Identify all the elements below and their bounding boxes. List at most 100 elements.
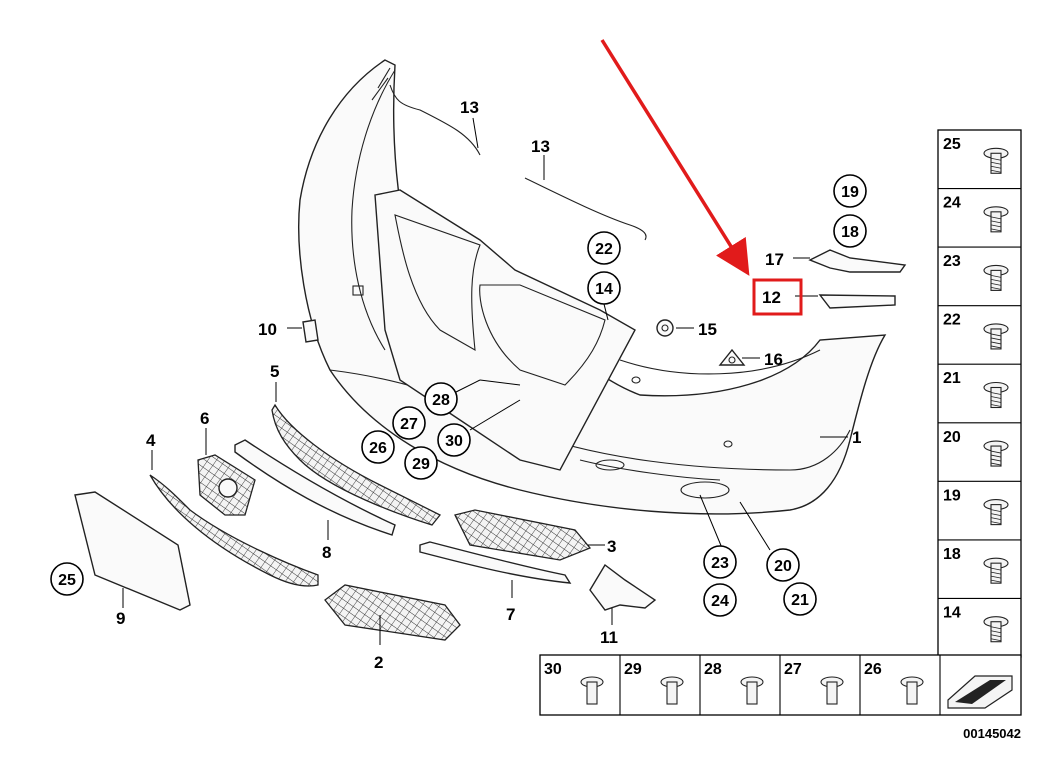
svg-text:19: 19 [841,184,859,201]
svg-text:21: 21 [791,592,809,609]
callout-15: 15 [698,320,717,339]
fastener-label-26: 26 [864,661,882,678]
clip-16 [718,348,746,366]
fastener-cell-29: 29 [619,655,684,715]
document-code: 00145042 [963,726,1021,741]
callout-8: 8 [322,543,331,562]
fastener-label-24: 24 [943,195,961,212]
callout-19: 19 [833,174,867,208]
fastener-label-29: 29 [624,661,642,678]
callout-28: 28 [424,382,458,416]
callouts: 1 2 3 4 5 6 7 8 9 10 11 12 13 13 15 16 1… [116,98,861,672]
fastener-cell-22: 22 [938,305,1021,350]
fastener-cell-20: 20 [938,422,1021,467]
callout-27: 27 [392,406,426,440]
side-grille-3 [454,509,592,561]
fastener-30-icon [580,676,604,705]
svg-text:18: 18 [841,224,859,241]
fastener-cell-30: 30 [544,661,604,705]
tow-hook-cover-10 [302,319,319,343]
fastener-cell-26: 26 [859,655,924,715]
fastener-label-19: 19 [943,487,961,504]
fastener-column: 25 24 23 22 21 20 19 18 14 [937,129,1022,658]
cover-11 [589,563,657,611]
trim-strip-7 [419,541,572,584]
callout-21: 21 [783,582,817,616]
upper-grille-5 [271,403,442,526]
svg-text:14: 14 [595,281,613,298]
callout-3: 3 [607,537,616,556]
fastener-label-27: 27 [784,661,802,678]
bracket-17 [808,249,907,273]
fastener-23-icon [983,264,1009,291]
fastener-cell-23: 23 [938,246,1021,291]
fastener-cell-21: 21 [938,363,1021,409]
callout-20: 20 [766,548,800,582]
callout-6: 6 [200,409,209,428]
fastener-cell-19: 19 [938,480,1021,526]
arrow-sign-icon [939,655,1013,715]
callout-13b: 13 [531,137,550,156]
callout-14: 14 [587,271,621,305]
callout-2: 2 [374,653,383,672]
fastener-row: 30 29 28 27 26 [539,654,1022,716]
callout-12: 12 [762,288,781,307]
svg-text:30: 30 [445,433,463,450]
fastener-cell-28: 28 [699,655,764,715]
clip-15 [656,319,674,337]
fastener-cell-27: 27 [779,655,844,715]
fastener-label-21: 21 [943,370,961,387]
fastener-label-20: 20 [943,429,961,446]
fastener-20-icon [983,440,1009,467]
callout-25: 25 [50,562,84,596]
svg-text:25: 25 [58,572,76,589]
fastener-18-icon [983,557,1009,584]
fastener-24-icon [983,206,1009,233]
callout-24: 24 [703,583,737,617]
fastener-cell-18: 18 [938,539,1021,584]
callout-18: 18 [833,214,867,248]
svg-text:26: 26 [369,440,387,457]
callout-11: 11 [600,628,618,647]
svg-text:28: 28 [432,392,450,409]
svg-text:24: 24 [711,593,729,610]
fastener-label-18: 18 [943,546,961,563]
callout-17: 17 [765,250,784,269]
license-plate-bracket-9 [74,491,191,611]
fastener-28-icon [740,676,764,705]
callout-9: 9 [116,609,125,628]
callout-26: 26 [361,430,395,464]
fastener-label-23: 23 [943,253,961,270]
fastener-22-icon [983,323,1009,350]
callout-10: 10 [258,320,277,339]
fastener-14-icon [983,616,1009,643]
callout-22: 22 [587,231,621,265]
svg-text:20: 20 [774,558,792,575]
highlight-arrow [600,39,750,276]
leader-lines [122,117,848,645]
fastener-29-icon [660,676,684,705]
callout-4: 4 [146,431,156,450]
callout-7: 7 [506,605,515,624]
trim-strip-13b [524,177,647,241]
fastener-26-icon [900,676,924,705]
callout-1: 1 [852,428,861,447]
fastener-label-22: 22 [943,312,961,329]
circled-callouts: 14 22 19 18 28 27 26 30 29 25 23 24 20 2… [50,174,867,617]
bracket-12 [818,294,896,309]
fastener-label-28: 28 [704,661,722,678]
callout-29: 29 [404,446,438,480]
fastener-label-30: 30 [544,661,562,678]
fastener-cell-14: 14 [938,597,1021,643]
trim-strip-8 [234,439,396,536]
svg-text:22: 22 [595,241,613,258]
fastener-21-icon [983,381,1009,409]
callout-16: 16 [764,350,783,369]
callout-30: 30 [437,423,471,457]
svg-text:27: 27 [400,416,418,433]
callout-23: 23 [703,545,737,579]
highlight-box-12 [752,278,803,316]
fastener-cell-25: 25 [943,136,1009,174]
